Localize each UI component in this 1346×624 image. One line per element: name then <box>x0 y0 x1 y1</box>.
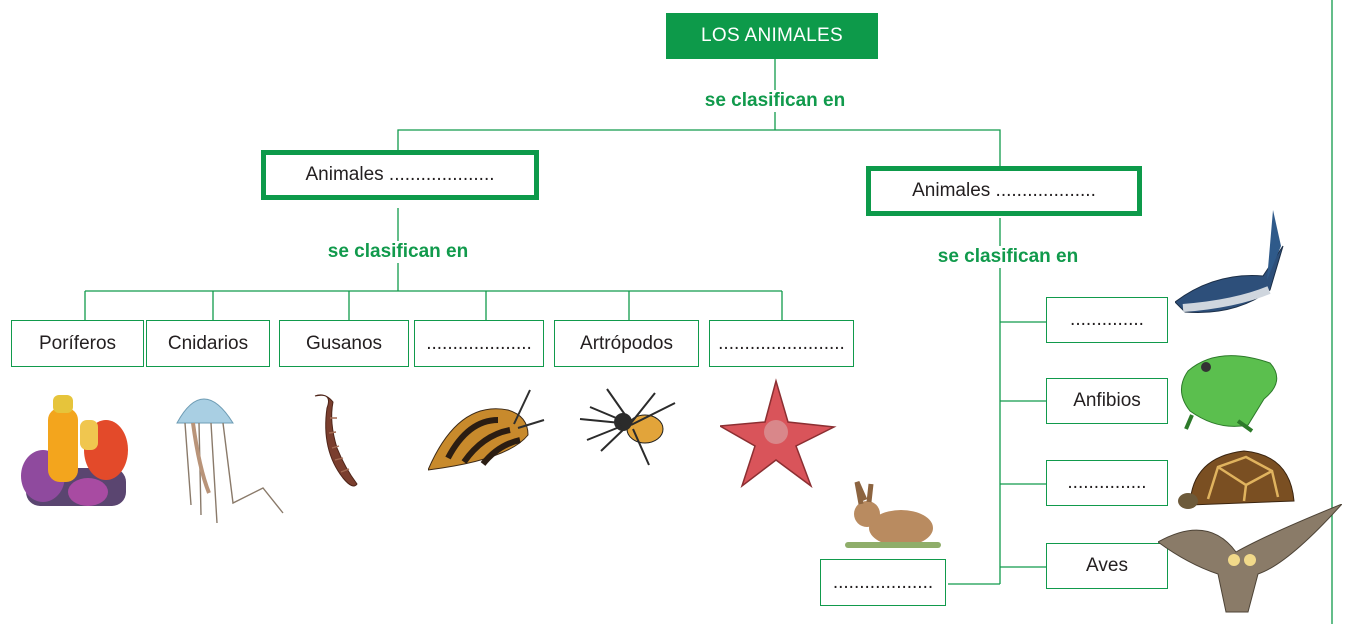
snail-icon <box>428 389 545 471</box>
group-box-blank-1[interactable]: .................... <box>414 320 544 367</box>
group-box-cnidarios[interactable]: Cnidarios <box>146 320 270 367</box>
root-title: LOS ANIMALES <box>701 25 843 46</box>
tortoise-icon <box>1178 450 1295 509</box>
connector-label-left: se clasifican en <box>323 241 473 263</box>
category-box-left[interactable]: Animales .................... <box>261 150 539 200</box>
group-label: Cnidarios <box>167 332 249 354</box>
root-title-box: LOS ANIMALES <box>666 13 878 59</box>
group-label: Aves <box>1086 555 1128 576</box>
group-label: ............... <box>1067 472 1147 493</box>
starfish-icon <box>720 378 837 489</box>
owl-icon <box>1158 504 1342 613</box>
sponge-icon <box>21 395 128 506</box>
group-label: ........................ <box>718 332 845 354</box>
group-box-anfibios[interactable]: Anfibios <box>1046 378 1168 424</box>
connector-label-root: se clasifican en <box>700 90 850 112</box>
jellyfish-icon <box>176 398 284 524</box>
group-label: Poríferos <box>38 332 117 354</box>
group-label: ................... <box>832 571 934 593</box>
rabbit-icon <box>845 480 941 548</box>
group-label: Gusanos <box>305 332 383 354</box>
category-label-left: Animales .................... <box>305 164 495 185</box>
group-box-gusanos[interactable]: Gusanos <box>279 320 409 367</box>
group-label: .................... <box>426 332 532 354</box>
frog-icon <box>1181 355 1278 433</box>
connector-label-right: se clasifican en <box>933 246 1083 268</box>
group-box-artropodos[interactable]: Artrópodos <box>554 320 699 367</box>
category-box-right[interactable]: Animales ................... <box>866 166 1142 216</box>
group-box-aves[interactable]: Aves <box>1046 543 1168 589</box>
group-box-peces[interactable]: .............. <box>1046 297 1168 343</box>
group-label: Artrópodos <box>580 332 673 354</box>
tuna-fish-icon <box>1175 210 1284 313</box>
group-box-mamiferos[interactable]: ................... <box>820 559 946 606</box>
spider-icon <box>579 388 676 466</box>
category-label-right: Animales ................... <box>912 180 1096 201</box>
group-box-blank-2[interactable]: ........................ <box>709 320 854 367</box>
group-box-reptiles[interactable]: ............... <box>1046 460 1168 506</box>
group-box-poriferos[interactable]: Poríferos <box>11 320 144 367</box>
worm-icon <box>314 394 358 487</box>
group-label: .............. <box>1070 309 1144 330</box>
group-label: Anfibios <box>1073 390 1141 411</box>
